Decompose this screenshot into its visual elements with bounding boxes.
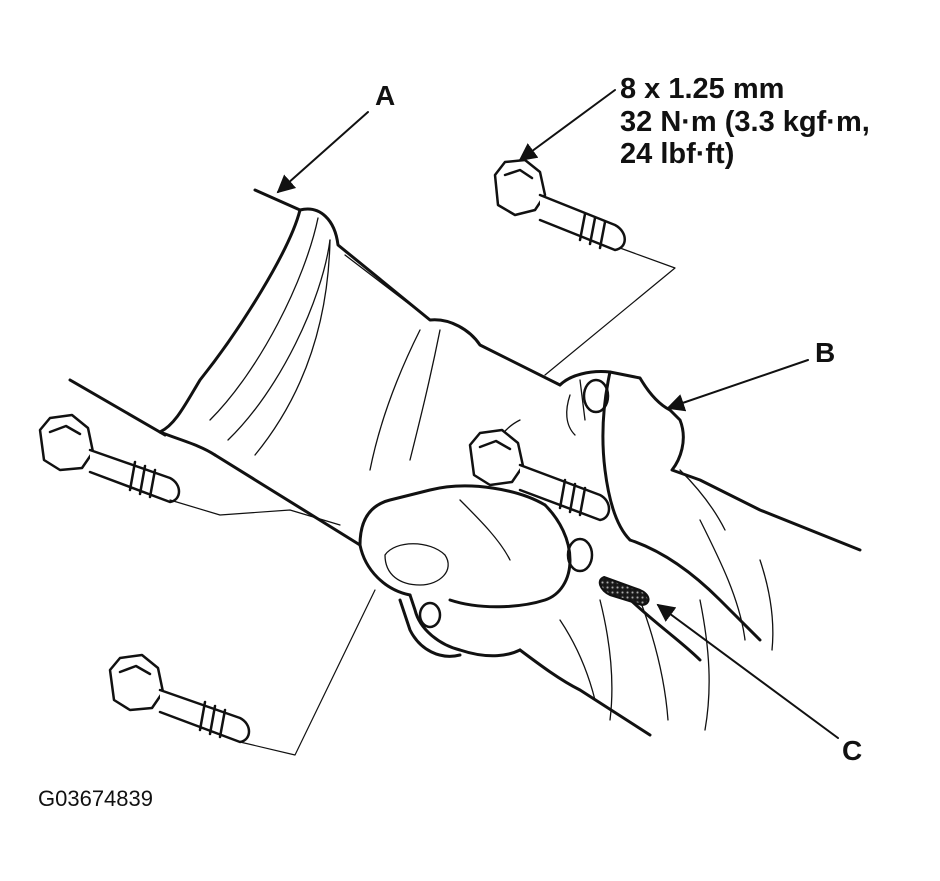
upper-bolt-hole	[582, 378, 610, 414]
leader-a	[276, 111, 369, 194]
exhaust-pipe-a-inner	[209, 217, 441, 471]
lower-bolt-hole	[566, 537, 594, 573]
callout-label-a: A	[375, 80, 395, 111]
callout-label-b: B	[815, 337, 835, 368]
bolt-center	[468, 428, 611, 522]
locating-pin-c	[598, 576, 650, 606]
exhaust-pipe-a	[68, 188, 562, 547]
leader-b	[666, 359, 809, 412]
torque-spec-line-1: 8 x 1.25 mm	[620, 73, 784, 105]
flange-assembly	[358, 370, 862, 737]
bolt-left-upper	[38, 413, 181, 504]
callout-label-c: C	[842, 735, 862, 766]
leader-torque	[518, 89, 616, 162]
flange-detail-lines	[384, 379, 774, 731]
torque-spec-line-3: 24 lbf·ft)	[620, 138, 734, 170]
bolt-lower-left	[108, 653, 251, 744]
leader-lines	[276, 89, 839, 739]
figure-id: G03674839	[38, 786, 153, 811]
left-bolt-hole	[418, 601, 442, 629]
alignment-lines	[169, 247, 676, 756]
bolt-top-right	[493, 158, 626, 252]
leader-c	[656, 603, 839, 739]
bolt-holes	[418, 378, 610, 629]
torque-spec-line-2: 32 N·m (3.3 kgf·m,	[620, 106, 870, 138]
